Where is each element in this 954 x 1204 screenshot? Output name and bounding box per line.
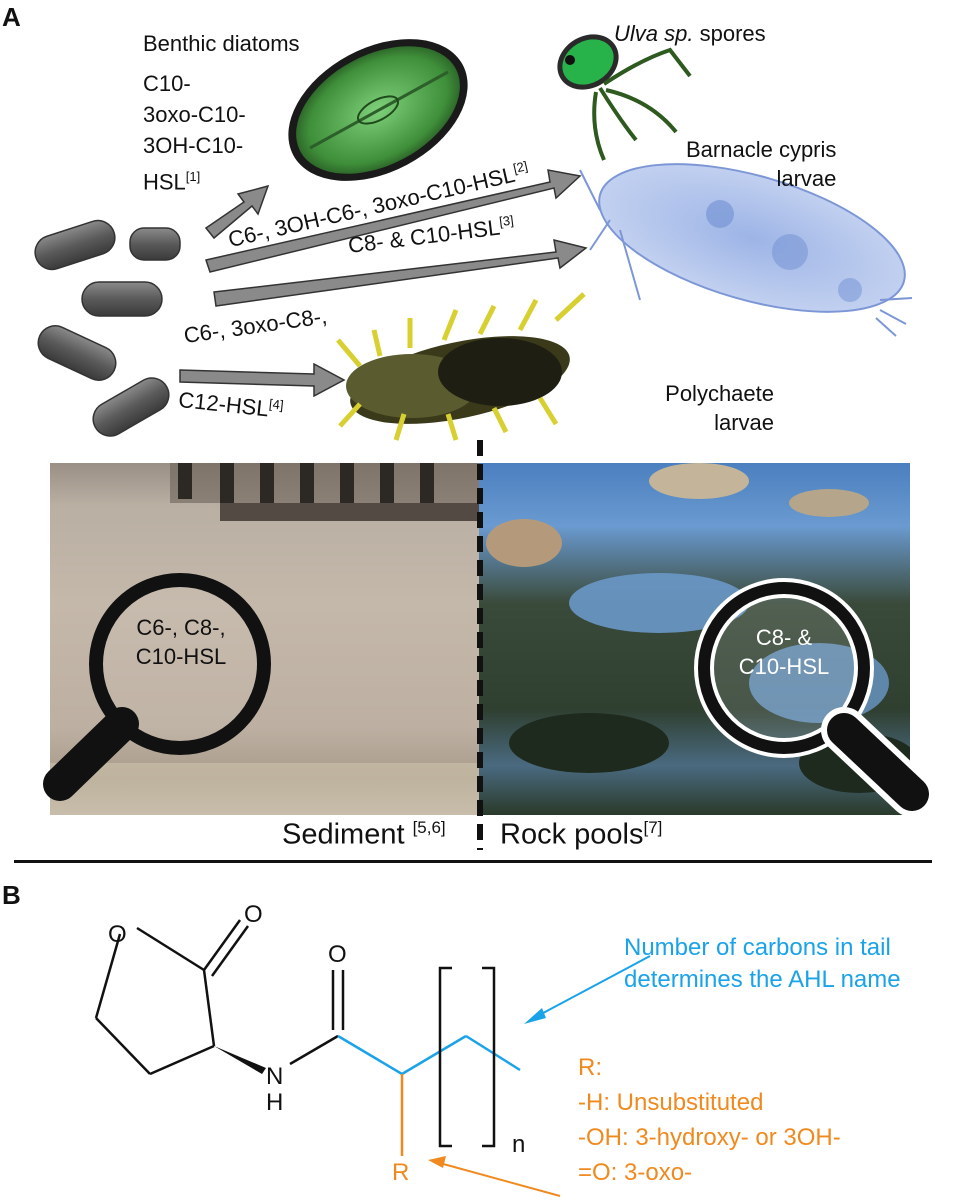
ref-2: [2] xyxy=(511,158,530,176)
r-group-line: =O: 3-oxo- xyxy=(578,1159,693,1186)
rockpool-lens-line: C10-HSL xyxy=(738,653,830,679)
sediment-lens-line: C10-HSL xyxy=(135,643,227,669)
tail-note-arrow xyxy=(529,955,651,1021)
r-group-line: -OH: 3-hydroxy- or 3OH- xyxy=(578,1124,841,1151)
ref-7: [7] xyxy=(643,818,663,837)
stereo-wedge xyxy=(214,1046,266,1074)
atom-o-ring: O xyxy=(108,921,127,948)
atom-o-carbonyl-2: O xyxy=(328,941,347,968)
diatoms-ahl-line: C10- xyxy=(143,71,191,96)
ref-4: [4] xyxy=(268,396,285,413)
polychaete-title-line: Polychaete xyxy=(665,381,774,406)
r-group-line: R: xyxy=(578,1054,602,1081)
ulva-title-rest: spores xyxy=(693,21,766,46)
diatoms-ahl-line: 3OH-C10- xyxy=(143,133,244,158)
arrow-to-ulva xyxy=(205,169,582,273)
polychaete-title-line: larvae xyxy=(714,409,774,435)
ahl-structure: O O O N H R n xyxy=(94,901,651,1197)
r-note-arrowhead xyxy=(428,1156,446,1168)
barnacle-title-line: Barnacle cypris xyxy=(686,137,837,162)
bacteria-rod xyxy=(92,377,170,437)
rockpool-photo xyxy=(479,463,910,815)
diatom-image xyxy=(288,39,468,181)
diatoms-title: Benthic diatoms xyxy=(143,31,300,56)
polychaete-larva-image xyxy=(336,292,586,441)
subscript-n: n xyxy=(512,1131,525,1158)
ulva-title-italic: Ulva sp. xyxy=(614,21,694,46)
tail-note-arrowhead xyxy=(524,1008,546,1024)
diatoms-ahl-line: 3oxo-C10- xyxy=(143,102,246,127)
barnacle-larva-image xyxy=(579,163,913,337)
panel-a-graphics xyxy=(34,34,913,441)
dashed-divider xyxy=(477,440,483,850)
bacteria-rod xyxy=(129,227,181,261)
barnacle-title: Barnacle cypris larvae xyxy=(686,136,836,193)
rockpools-caption: Rock pools[7] xyxy=(500,818,662,852)
rockpool-magnifier-icon xyxy=(694,578,935,817)
atom-o-carbonyl-1: O xyxy=(244,901,263,928)
panel-a-letter: A xyxy=(2,2,21,32)
arrow-to-diatoms xyxy=(204,184,270,240)
tail-note: Number of carbons in tail determines the… xyxy=(624,932,901,996)
atom-n: N xyxy=(266,1063,283,1090)
diatoms-ahl-list: C10- 3oxo-C10- 3OH-C10- HSL[1] xyxy=(143,68,246,197)
bacteria-rod xyxy=(34,219,116,271)
r-group-note: R: -H: Unsubstituted -OH: 3-hydroxy- or … xyxy=(578,1050,841,1190)
rockpools-caption-text: Rock pools xyxy=(500,818,644,851)
r-note-arrow xyxy=(435,1161,561,1197)
r-group-line: -H: Unsubstituted xyxy=(578,1089,764,1116)
bacteria-rod xyxy=(37,325,117,381)
barnacle-title-line: larvae xyxy=(776,165,837,191)
panel-b-letter: B xyxy=(2,880,21,910)
panel-separator xyxy=(14,860,932,863)
diatoms-ahl-line: HSL[1] xyxy=(143,161,246,197)
bacteria-rod xyxy=(81,281,163,317)
arrow-to-barnacle xyxy=(213,238,588,307)
sediment-photo-details xyxy=(50,463,479,815)
rockpool-lens-line: C8- & xyxy=(755,625,813,650)
polychaete-title: Polychaete larvae xyxy=(644,380,774,437)
tail-note-line: Number of carbons in tail xyxy=(624,934,891,961)
ulva-spore-image xyxy=(557,34,692,161)
ref-3: [3] xyxy=(498,212,515,230)
repeat-brackets xyxy=(438,966,496,1148)
arrow-to-polychaete xyxy=(179,362,346,398)
sediment-caption-text: Sediment xyxy=(282,818,413,851)
amide-bonds xyxy=(289,970,345,1066)
atom-r: R xyxy=(392,1159,409,1186)
ref-5-6: [5,6] xyxy=(412,818,446,837)
ulva-title: Ulva sp. spores xyxy=(614,20,766,49)
sediment-lens-text: C6-, C8-, C10-HSL xyxy=(110,614,252,671)
rockpool-lens-text: C8- & C10-HSL xyxy=(714,624,854,681)
diatoms-ahl-hsl: HSL xyxy=(143,169,186,195)
carbon-tail xyxy=(337,1034,521,1076)
sediment-caption: Sediment [5,6] xyxy=(282,818,446,852)
atom-h: H xyxy=(266,1089,283,1116)
sediment-lens-line: C6-, C8-, xyxy=(136,615,226,640)
ref-1: [1] xyxy=(185,169,201,184)
lactone-ring xyxy=(94,919,250,1076)
sediment-magnifier-icon xyxy=(43,573,271,801)
tail-note-line: determines the AHL name xyxy=(624,966,901,993)
